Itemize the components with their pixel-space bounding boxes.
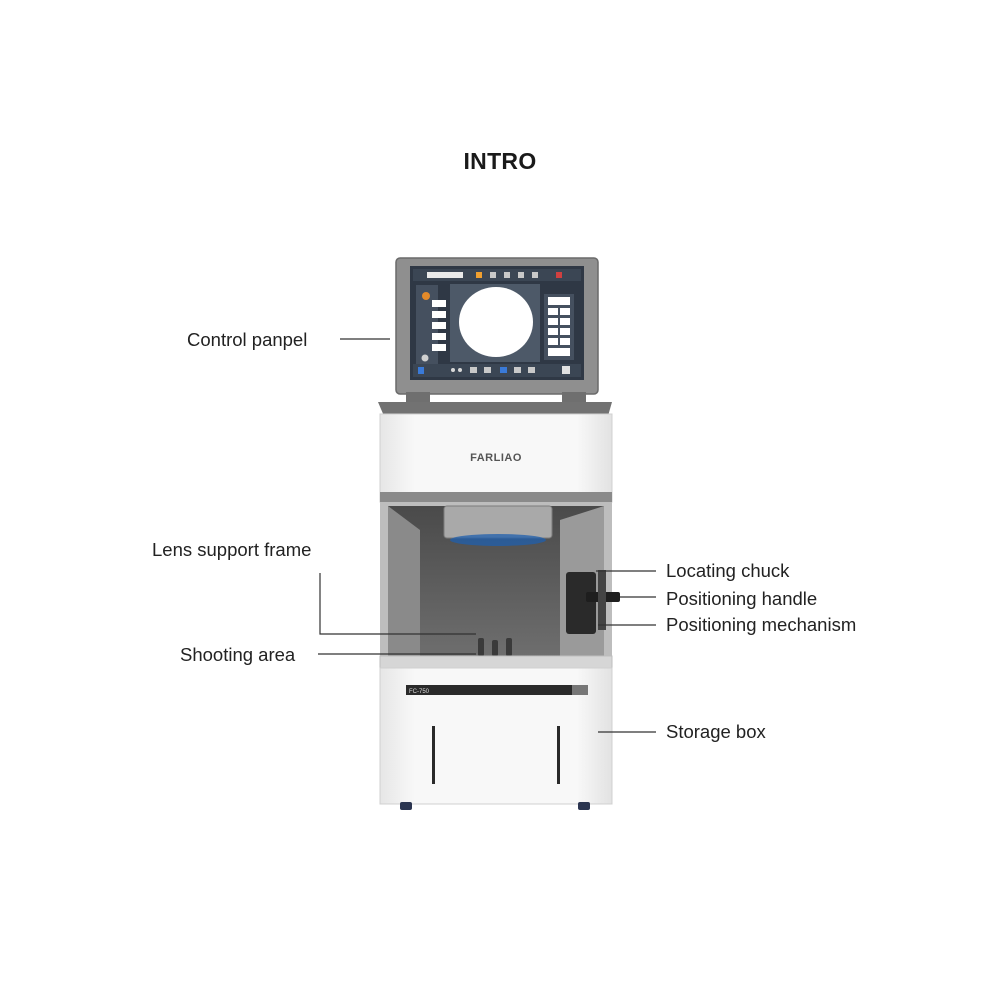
callout-storage-box: Storage box xyxy=(666,721,766,742)
machine-lower-body xyxy=(379,667,613,810)
callout-lens-support-frame: Lens support frame xyxy=(152,539,312,560)
callout-locating-chuck: Locating chuck xyxy=(666,560,790,581)
callout-control-panel: Control panpel xyxy=(187,329,308,350)
locating-chuck-body xyxy=(566,572,596,634)
model-label-bar xyxy=(406,685,588,695)
callout-positioning-handle: Positioning handle xyxy=(666,588,818,609)
leader-lens-support-frame xyxy=(319,573,476,635)
model-label-text: FC-750 xyxy=(409,689,430,695)
callout-leader-lines xyxy=(318,338,656,733)
page-title: INTRO xyxy=(463,148,537,174)
brand-logo-text: FARLIAO xyxy=(470,452,522,464)
control-panel-monitor xyxy=(395,257,599,395)
callout-shooting-area: Shooting area xyxy=(180,644,296,665)
shooting-cavity xyxy=(379,502,620,669)
storage-door-handle-left xyxy=(432,726,435,784)
lens-preview-circle xyxy=(459,287,533,357)
machine-upper-body xyxy=(379,413,613,504)
callout-positioning-mechanism: Positioning mechanism xyxy=(666,614,857,635)
storage-door-handle-right xyxy=(557,726,560,784)
